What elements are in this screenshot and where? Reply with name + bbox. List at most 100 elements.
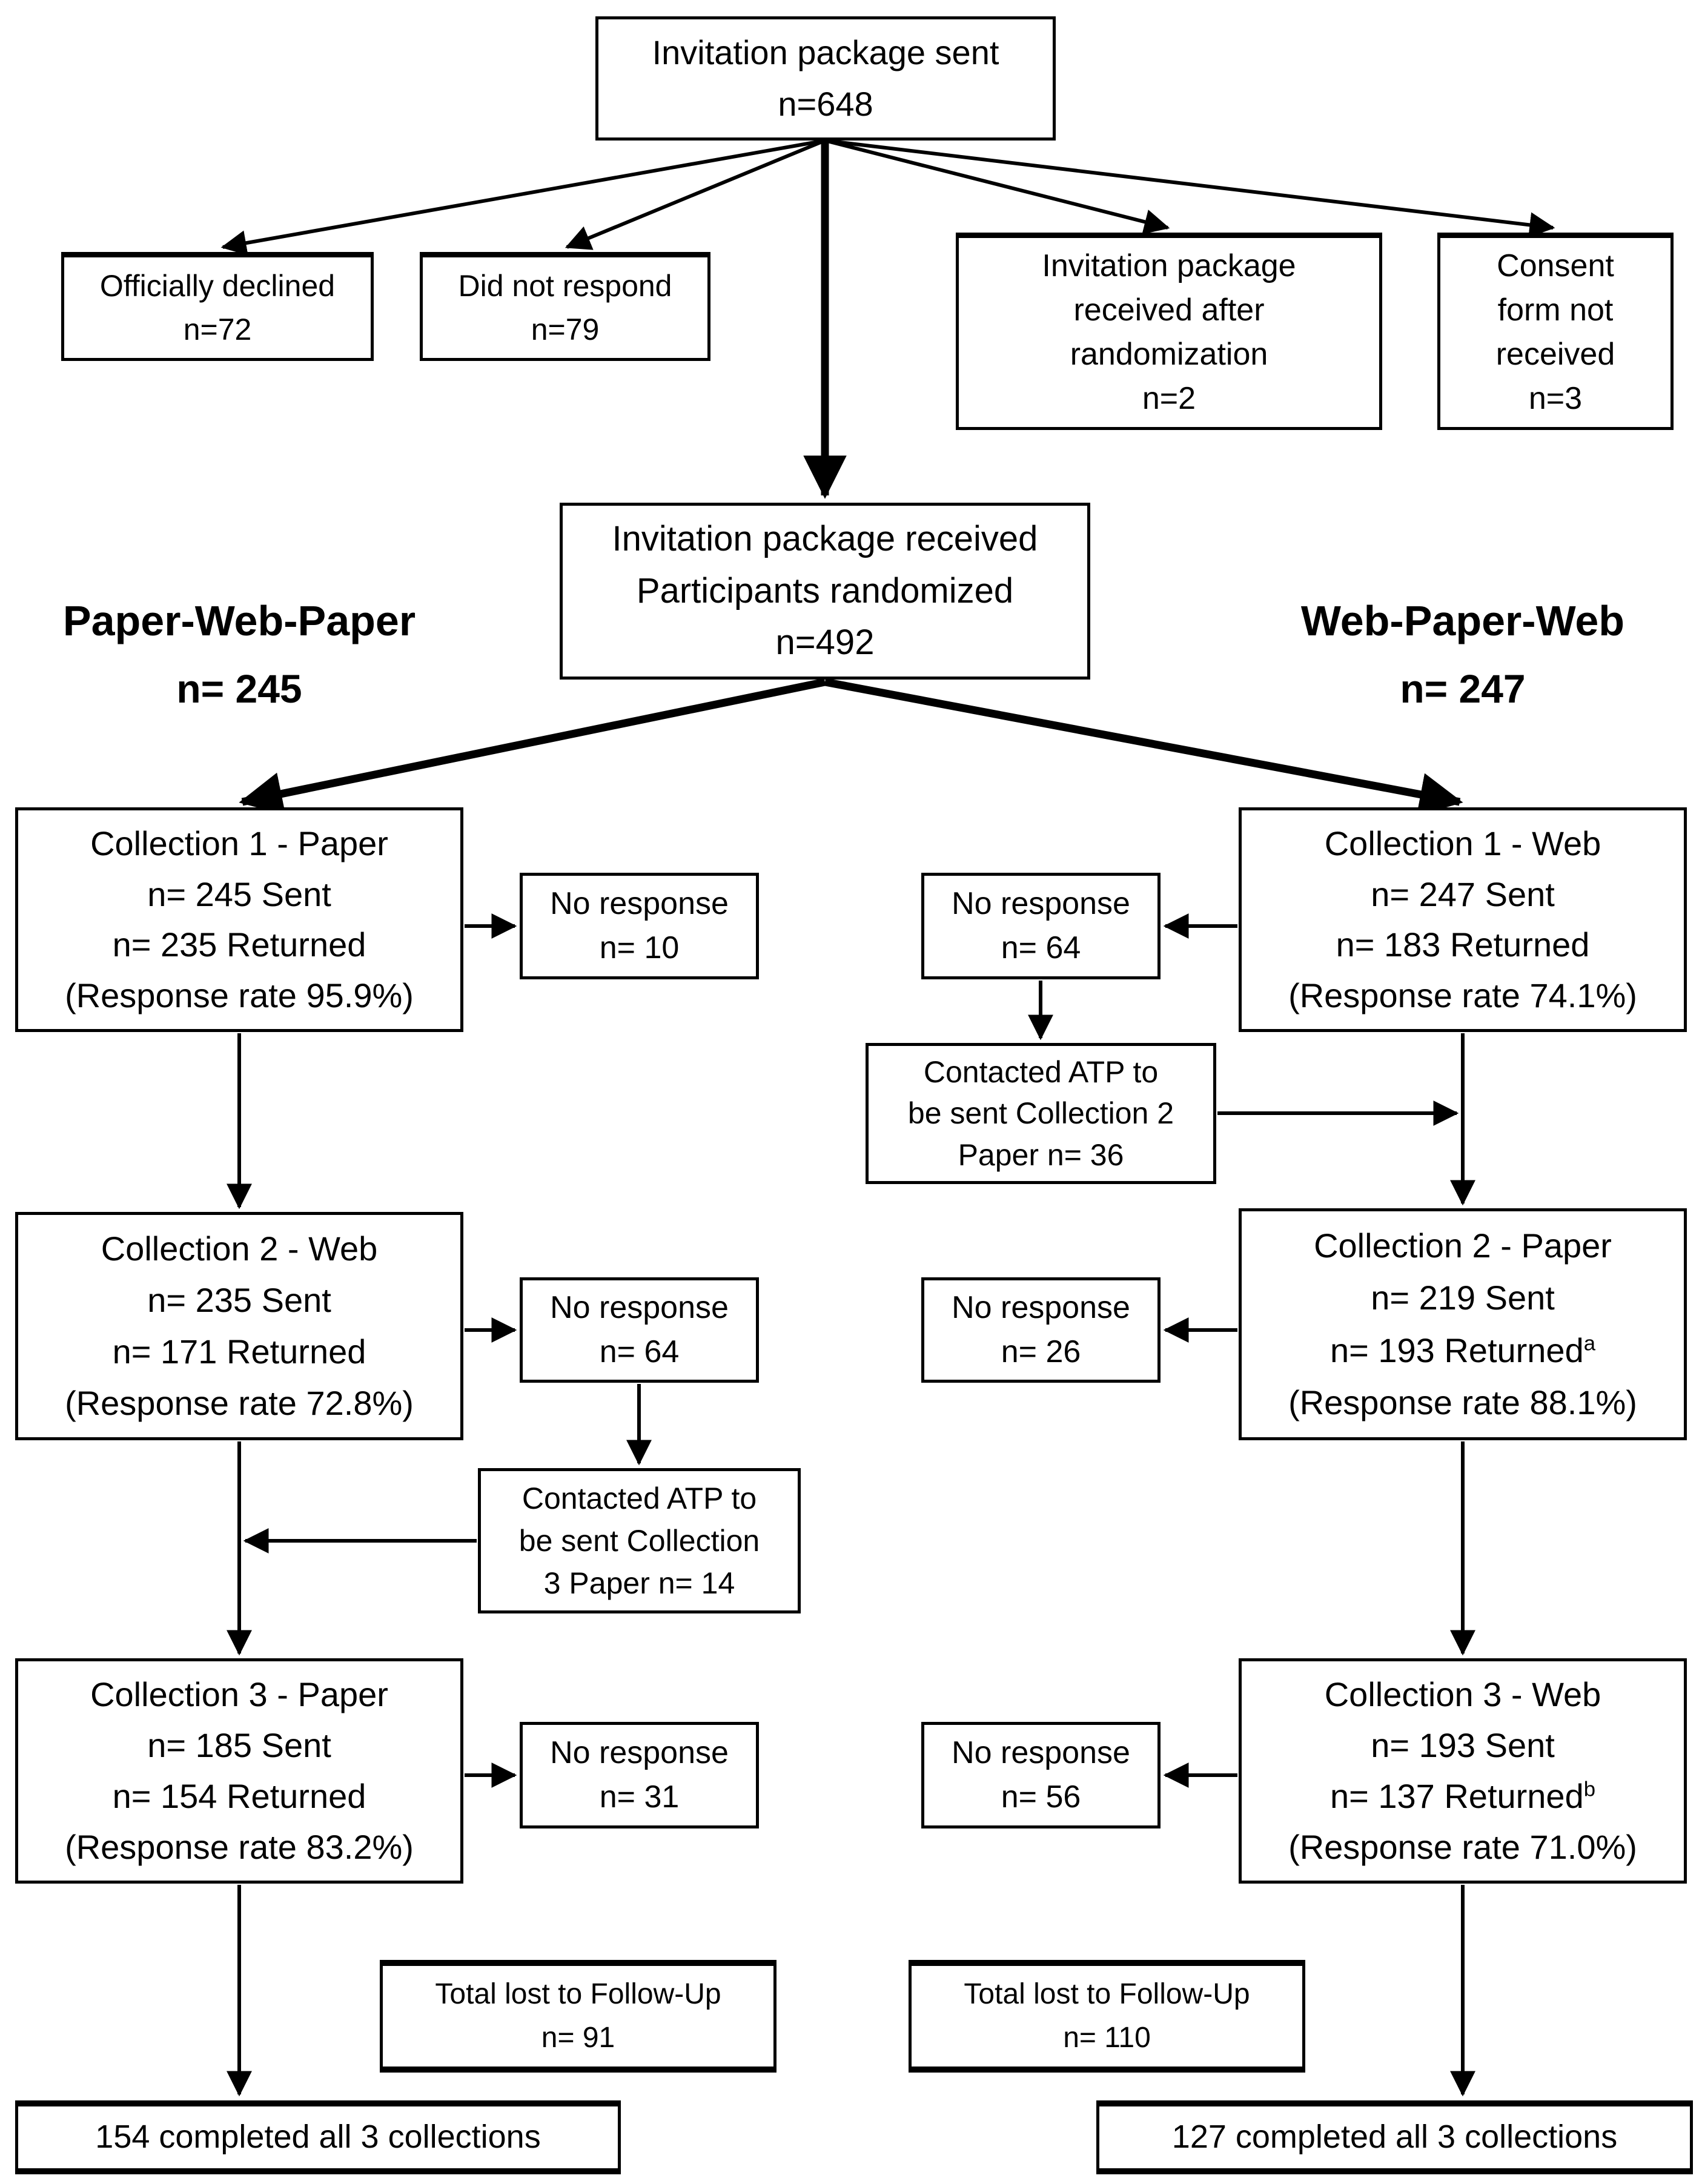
pwp-collection2-box: Collection 2 - Web n= 235 Sent n= 171 Re… bbox=[15, 1212, 463, 1440]
text-line: 127 completed all 3 collections bbox=[1171, 2119, 1618, 2156]
wpw-completed-box: 127 completed all 3 collections bbox=[1096, 2100, 1693, 2174]
did-not-respond-box: Did not respond n=79 bbox=[420, 252, 710, 361]
pwp-no-response2-box: No response n= 64 bbox=[520, 1277, 759, 1383]
text-line: form not bbox=[1497, 293, 1614, 328]
text-line: be sent Collection bbox=[518, 1523, 760, 1558]
arrow-to-consent-not-received bbox=[824, 139, 1555, 238]
text-line: n=2 bbox=[1142, 381, 1196, 416]
text-line: n= 219 Sent bbox=[1371, 1279, 1555, 1317]
text-line: n= 91 bbox=[541, 2021, 615, 2054]
arm-title-paper-web-paper: Paper-Web-Paper n= 245 bbox=[15, 597, 463, 712]
pwp-no-response1-box: No response n= 10 bbox=[520, 873, 759, 979]
randomized-box: Invitation package received Participants… bbox=[560, 503, 1090, 680]
arm-name: Web-Paper-Web bbox=[1300, 597, 1625, 644]
text-line: n=72 bbox=[183, 312, 252, 346]
wpw-no-response1-box: No response n= 64 bbox=[921, 873, 1161, 979]
text-line: Contacted ATP to bbox=[522, 1481, 757, 1515]
text-line: No response bbox=[550, 1735, 729, 1770]
text-line: Consent bbox=[1497, 248, 1614, 283]
text-line: 3 Paper n= 14 bbox=[543, 1566, 735, 1600]
text-line: Officially declined bbox=[99, 268, 336, 303]
wpw-no-response3-box: No response n= 56 bbox=[921, 1722, 1161, 1828]
text-line: (Response rate 71.0%) bbox=[1288, 1828, 1637, 1866]
text-line: 154 completed all 3 collections bbox=[95, 2119, 541, 2156]
text-line: n= 26 bbox=[1001, 1334, 1081, 1369]
text-line: Contacted ATP to bbox=[923, 1054, 1159, 1089]
text-line: n= 137 Returnedb bbox=[1329, 1777, 1596, 1815]
text-line: Invitation package sent bbox=[652, 33, 999, 72]
text-line: n=492 bbox=[775, 623, 875, 663]
text-line: n= 235 Sent bbox=[147, 1281, 331, 1319]
pwp-completed-box: 154 completed all 3 collections bbox=[15, 2100, 621, 2174]
text-line: n= 56 bbox=[1001, 1779, 1081, 1815]
text-line: n= 64 bbox=[599, 1334, 680, 1369]
text-line: Invitation package received bbox=[612, 519, 1038, 559]
consent-not-received-box: Consent form not received n=3 bbox=[1437, 233, 1674, 430]
text-line: No response bbox=[952, 1290, 1130, 1326]
text-line: n= 154 Returned bbox=[112, 1777, 366, 1815]
arm-name: Paper-Web-Paper bbox=[62, 597, 416, 644]
text-line: n= 183 Returned bbox=[1336, 925, 1590, 964]
arrow-to-did-not-respond bbox=[565, 139, 826, 250]
text-line: be sent Collection 2 bbox=[907, 1096, 1174, 1131]
text-line: Invitation package bbox=[1042, 248, 1296, 283]
arm-title-web-paper-web: Web-Paper-Web n= 247 bbox=[1239, 597, 1687, 712]
pwp-total-lost-box: Total lost to Follow-Up n= 91 bbox=[380, 1960, 776, 2073]
officially-declined-box: Officially declined n=72 bbox=[61, 252, 374, 361]
text-line: n= 10 bbox=[599, 930, 680, 965]
text-line: n= 247 Sent bbox=[1371, 875, 1555, 913]
pwp-collection1-box: Collection 1 - Paper n= 245 Sent n= 235 … bbox=[15, 807, 463, 1032]
pwp-collection3-box: Collection 3 - Paper n= 185 Sent n= 154 … bbox=[15, 1658, 463, 1884]
text-line: Collection 3 - Web bbox=[1324, 1675, 1601, 1713]
text-line: Participants randomized bbox=[636, 571, 1014, 611]
wpw-total-lost-box: Total lost to Follow-Up n= 110 bbox=[909, 1960, 1305, 2073]
text-line: received after bbox=[1073, 293, 1265, 328]
superscript-b: b bbox=[1583, 1778, 1596, 1801]
wpw-contacted-atp-box: Contacted ATP to be sent Collection 2 Pa… bbox=[866, 1043, 1216, 1184]
text-line: (Response rate 74.1%) bbox=[1288, 976, 1637, 1015]
text-line: No response bbox=[550, 886, 729, 921]
text-line: n=648 bbox=[778, 84, 873, 123]
text-line: (Response rate 83.2%) bbox=[65, 1828, 414, 1866]
text-line: No response bbox=[952, 1735, 1130, 1770]
text-line: randomization bbox=[1070, 337, 1268, 372]
arm-n: n= 245 bbox=[176, 666, 302, 711]
text-line: Collection 2 - Paper bbox=[1314, 1226, 1612, 1265]
text-line: Did not respond bbox=[458, 268, 672, 303]
arrow-randomized-to-wpw bbox=[824, 678, 1463, 816]
text-line: No response bbox=[952, 886, 1130, 921]
text-line: Collection 2 - Web bbox=[101, 1229, 378, 1268]
wpw-collection1-box: Collection 1 - Web n= 247 Sent n= 183 Re… bbox=[1239, 807, 1687, 1032]
text-line: Total lost to Follow-Up bbox=[964, 1978, 1250, 2011]
text-line: Total lost to Follow-Up bbox=[435, 1978, 721, 2011]
arm-n: n= 247 bbox=[1400, 666, 1526, 711]
text-line: (Response rate 95.9%) bbox=[65, 976, 414, 1015]
text-line: Collection 3 - Paper bbox=[90, 1675, 388, 1713]
text-line: Paper n= 36 bbox=[958, 1137, 1124, 1172]
text-line: No response bbox=[550, 1290, 729, 1326]
text-line: n= 64 bbox=[1001, 930, 1081, 965]
text-line: n= 193 Sent bbox=[1371, 1726, 1555, 1764]
invitation-sent-box: Invitation package sent n=648 bbox=[595, 16, 1056, 141]
received-after-randomization-box: Invitation package received after random… bbox=[956, 233, 1382, 430]
text-line: Collection 1 - Paper bbox=[90, 824, 388, 862]
text-line: n= 171 Returned bbox=[112, 1332, 366, 1371]
arrow-to-declined bbox=[220, 139, 826, 256]
superscript-a: a bbox=[1583, 1331, 1596, 1355]
text-line: n=3 bbox=[1528, 381, 1583, 416]
text-line: n= 185 Sent bbox=[147, 1726, 331, 1764]
wpw-no-response2-box: No response n= 26 bbox=[921, 1277, 1161, 1383]
wpw-collection2-box: Collection 2 - Paper n= 219 Sent n= 193 … bbox=[1239, 1208, 1687, 1440]
text-line: n=79 bbox=[531, 312, 600, 346]
arrow-randomized-to-pwp bbox=[239, 678, 826, 815]
text-line: n= 245 Sent bbox=[147, 875, 331, 913]
text-line: n= 31 bbox=[599, 1779, 680, 1815]
pwp-contacted-atp-box: Contacted ATP to be sent Collection 3 Pa… bbox=[478, 1468, 801, 1613]
text-line: (Response rate 72.8%) bbox=[65, 1384, 414, 1422]
text-line: Collection 1 - Web bbox=[1324, 824, 1601, 862]
text-line: n= 235 Returned bbox=[112, 925, 366, 964]
arrow-to-after-randomization bbox=[824, 139, 1170, 234]
pwp-no-response3-box: No response n= 31 bbox=[520, 1722, 759, 1828]
